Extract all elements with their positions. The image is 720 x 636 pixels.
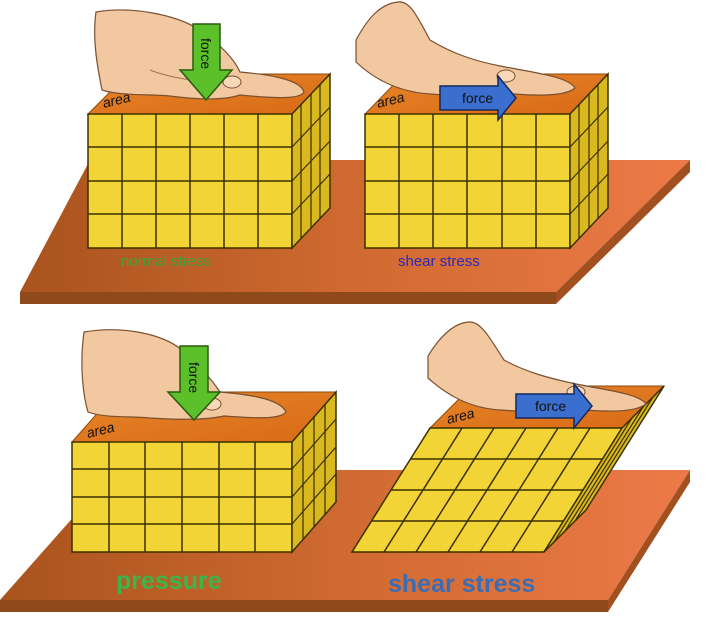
force-label-3: force xyxy=(186,362,202,393)
hand-2 xyxy=(356,2,575,96)
force-label-4: force xyxy=(535,398,566,414)
force-label-1: force xyxy=(198,38,214,69)
label-pressure: pressure xyxy=(116,567,222,595)
label-shear-stress-large: shear stress xyxy=(388,570,535,598)
force-label-2: force xyxy=(462,90,493,106)
label-shear-stress-small: shear stress xyxy=(398,253,480,270)
label-normal-stress: normal stress xyxy=(121,253,211,270)
